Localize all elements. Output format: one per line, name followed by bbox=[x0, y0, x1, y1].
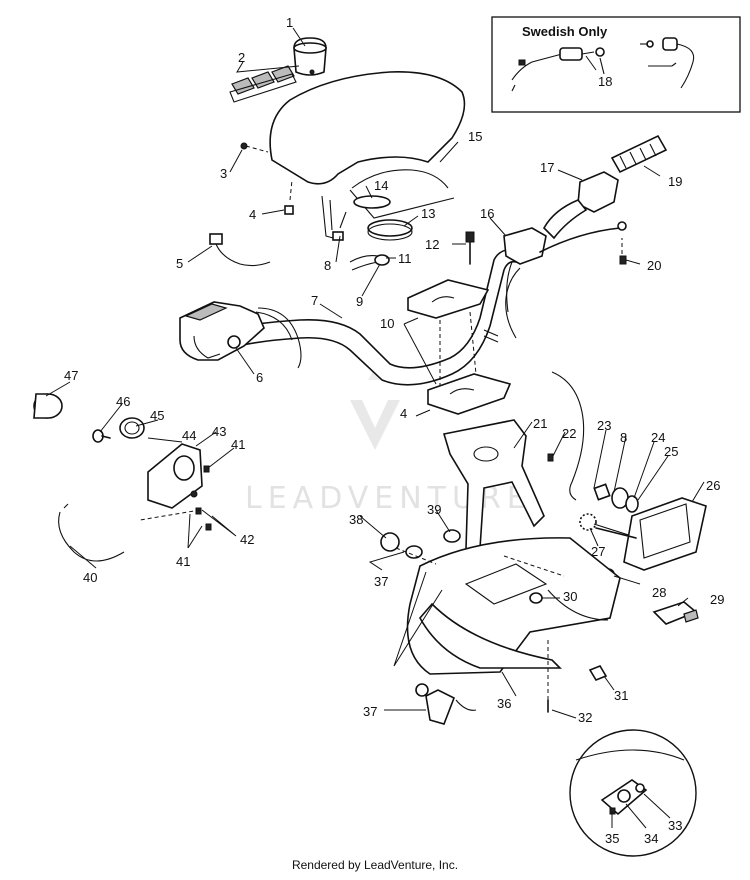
callout-26: 26 bbox=[706, 478, 720, 493]
part-14-ring bbox=[353, 195, 391, 209]
part-46-bolt bbox=[92, 429, 111, 443]
callout-20: 20 bbox=[647, 258, 661, 273]
callout-43: 43 bbox=[212, 424, 226, 439]
callout-6: 6 bbox=[256, 370, 263, 385]
callout-15: 15 bbox=[468, 129, 482, 144]
part-12-bolt bbox=[465, 231, 475, 265]
callout-23: 23 bbox=[597, 418, 611, 433]
callout-18: 18 bbox=[598, 74, 612, 89]
callout-37: 37 bbox=[363, 704, 377, 719]
part-20-screw bbox=[619, 238, 627, 265]
callout-2: 2 bbox=[238, 50, 245, 65]
callout-14: 14 bbox=[374, 178, 388, 193]
part-38-knob bbox=[380, 532, 437, 565]
part-43-housing bbox=[147, 443, 203, 509]
part-4-clip bbox=[284, 179, 294, 215]
callout-25: 25 bbox=[664, 444, 678, 459]
part-10-clamp-bottom bbox=[427, 311, 512, 415]
callout-27: 27 bbox=[591, 544, 605, 559]
part-36-lower-fairing bbox=[406, 537, 621, 675]
part-31-clip bbox=[588, 665, 608, 681]
part-8-harness bbox=[332, 211, 347, 241]
callout-17: 17 bbox=[540, 160, 554, 175]
callout-19: 19 bbox=[668, 174, 682, 189]
part-2-lenses bbox=[229, 65, 297, 103]
callout-39: 39 bbox=[427, 502, 441, 517]
part-9-11-bulb bbox=[349, 254, 390, 271]
part-16-master-cylinder bbox=[503, 221, 627, 339]
callout-32: 32 bbox=[578, 710, 592, 725]
callout-30: 30 bbox=[563, 589, 577, 604]
callout-37b: 37 bbox=[374, 574, 388, 589]
callout-40: 40 bbox=[83, 570, 97, 585]
part-5-connector bbox=[209, 233, 271, 267]
callout-22: 22 bbox=[562, 426, 576, 441]
callout-numbers: 1 2 3 4 5 6 7 8 9 10 11 12 13 14 15 16 1… bbox=[64, 15, 724, 846]
callout-4b: 4 bbox=[400, 406, 407, 421]
callout-36: 36 bbox=[497, 696, 511, 711]
part-23-switch-assembly bbox=[551, 371, 639, 539]
part-1-gauge bbox=[293, 37, 327, 76]
part-22-fastener bbox=[547, 453, 554, 462]
callout-12: 12 bbox=[425, 237, 439, 252]
part-17-throttle bbox=[543, 171, 619, 240]
callout-42: 42 bbox=[240, 532, 254, 547]
part-45-ring bbox=[119, 417, 145, 439]
callout-13: 13 bbox=[421, 206, 435, 221]
callout-8b: 8 bbox=[620, 430, 627, 445]
part-21-bracket bbox=[442, 419, 545, 558]
callout-46: 46 bbox=[116, 394, 130, 409]
part-37-switch bbox=[393, 571, 477, 725]
callout-3: 3 bbox=[220, 166, 227, 181]
part-10-clamp-top bbox=[407, 279, 490, 319]
footer-credit: Rendered by LeadVenture, Inc. bbox=[291, 858, 459, 872]
inset-swedish-only: Swedish Only bbox=[491, 16, 741, 113]
callout-44: 44 bbox=[182, 428, 196, 443]
part-19-grip bbox=[610, 134, 668, 174]
callout-35: 35 bbox=[605, 831, 619, 846]
callout-47: 47 bbox=[64, 368, 78, 383]
callout-4: 4 bbox=[249, 207, 256, 222]
callout-33: 33 bbox=[668, 818, 682, 833]
callout-38: 38 bbox=[349, 512, 363, 527]
inset-title: Swedish Only bbox=[522, 24, 608, 39]
callout-31: 31 bbox=[614, 688, 628, 703]
leader-lines bbox=[45, 27, 705, 829]
part-26-headlight bbox=[623, 497, 707, 571]
callout-24: 24 bbox=[651, 430, 665, 445]
callout-1: 1 bbox=[286, 15, 293, 30]
part-30-nut bbox=[529, 592, 543, 604]
callout-41b: 41 bbox=[176, 554, 190, 569]
callout-9: 9 bbox=[356, 294, 363, 309]
part-39-washer bbox=[443, 529, 461, 543]
callout-34: 34 bbox=[644, 831, 658, 846]
part-40-wire bbox=[58, 503, 125, 562]
callout-41: 41 bbox=[231, 437, 245, 452]
callout-8: 8 bbox=[324, 258, 331, 273]
callout-7: 7 bbox=[311, 293, 318, 308]
callout-11: 11 bbox=[398, 251, 412, 266]
callout-45: 45 bbox=[150, 408, 164, 423]
callout-28: 28 bbox=[652, 585, 666, 600]
part-41-screws bbox=[139, 465, 212, 531]
callout-16: 16 bbox=[480, 206, 494, 221]
part-13-ring bbox=[367, 219, 413, 241]
part-3-screw bbox=[240, 142, 269, 153]
part-27-bolt bbox=[595, 527, 637, 539]
callout-5: 5 bbox=[176, 256, 183, 271]
callout-29: 29 bbox=[710, 592, 724, 607]
part-47-cylinder bbox=[33, 393, 63, 419]
callout-21: 21 bbox=[533, 416, 547, 431]
part-6-left-control bbox=[179, 301, 302, 369]
inset-detail-circle bbox=[569, 729, 697, 857]
part-29-switch bbox=[652, 601, 699, 625]
callout-10: 10 bbox=[380, 316, 394, 331]
